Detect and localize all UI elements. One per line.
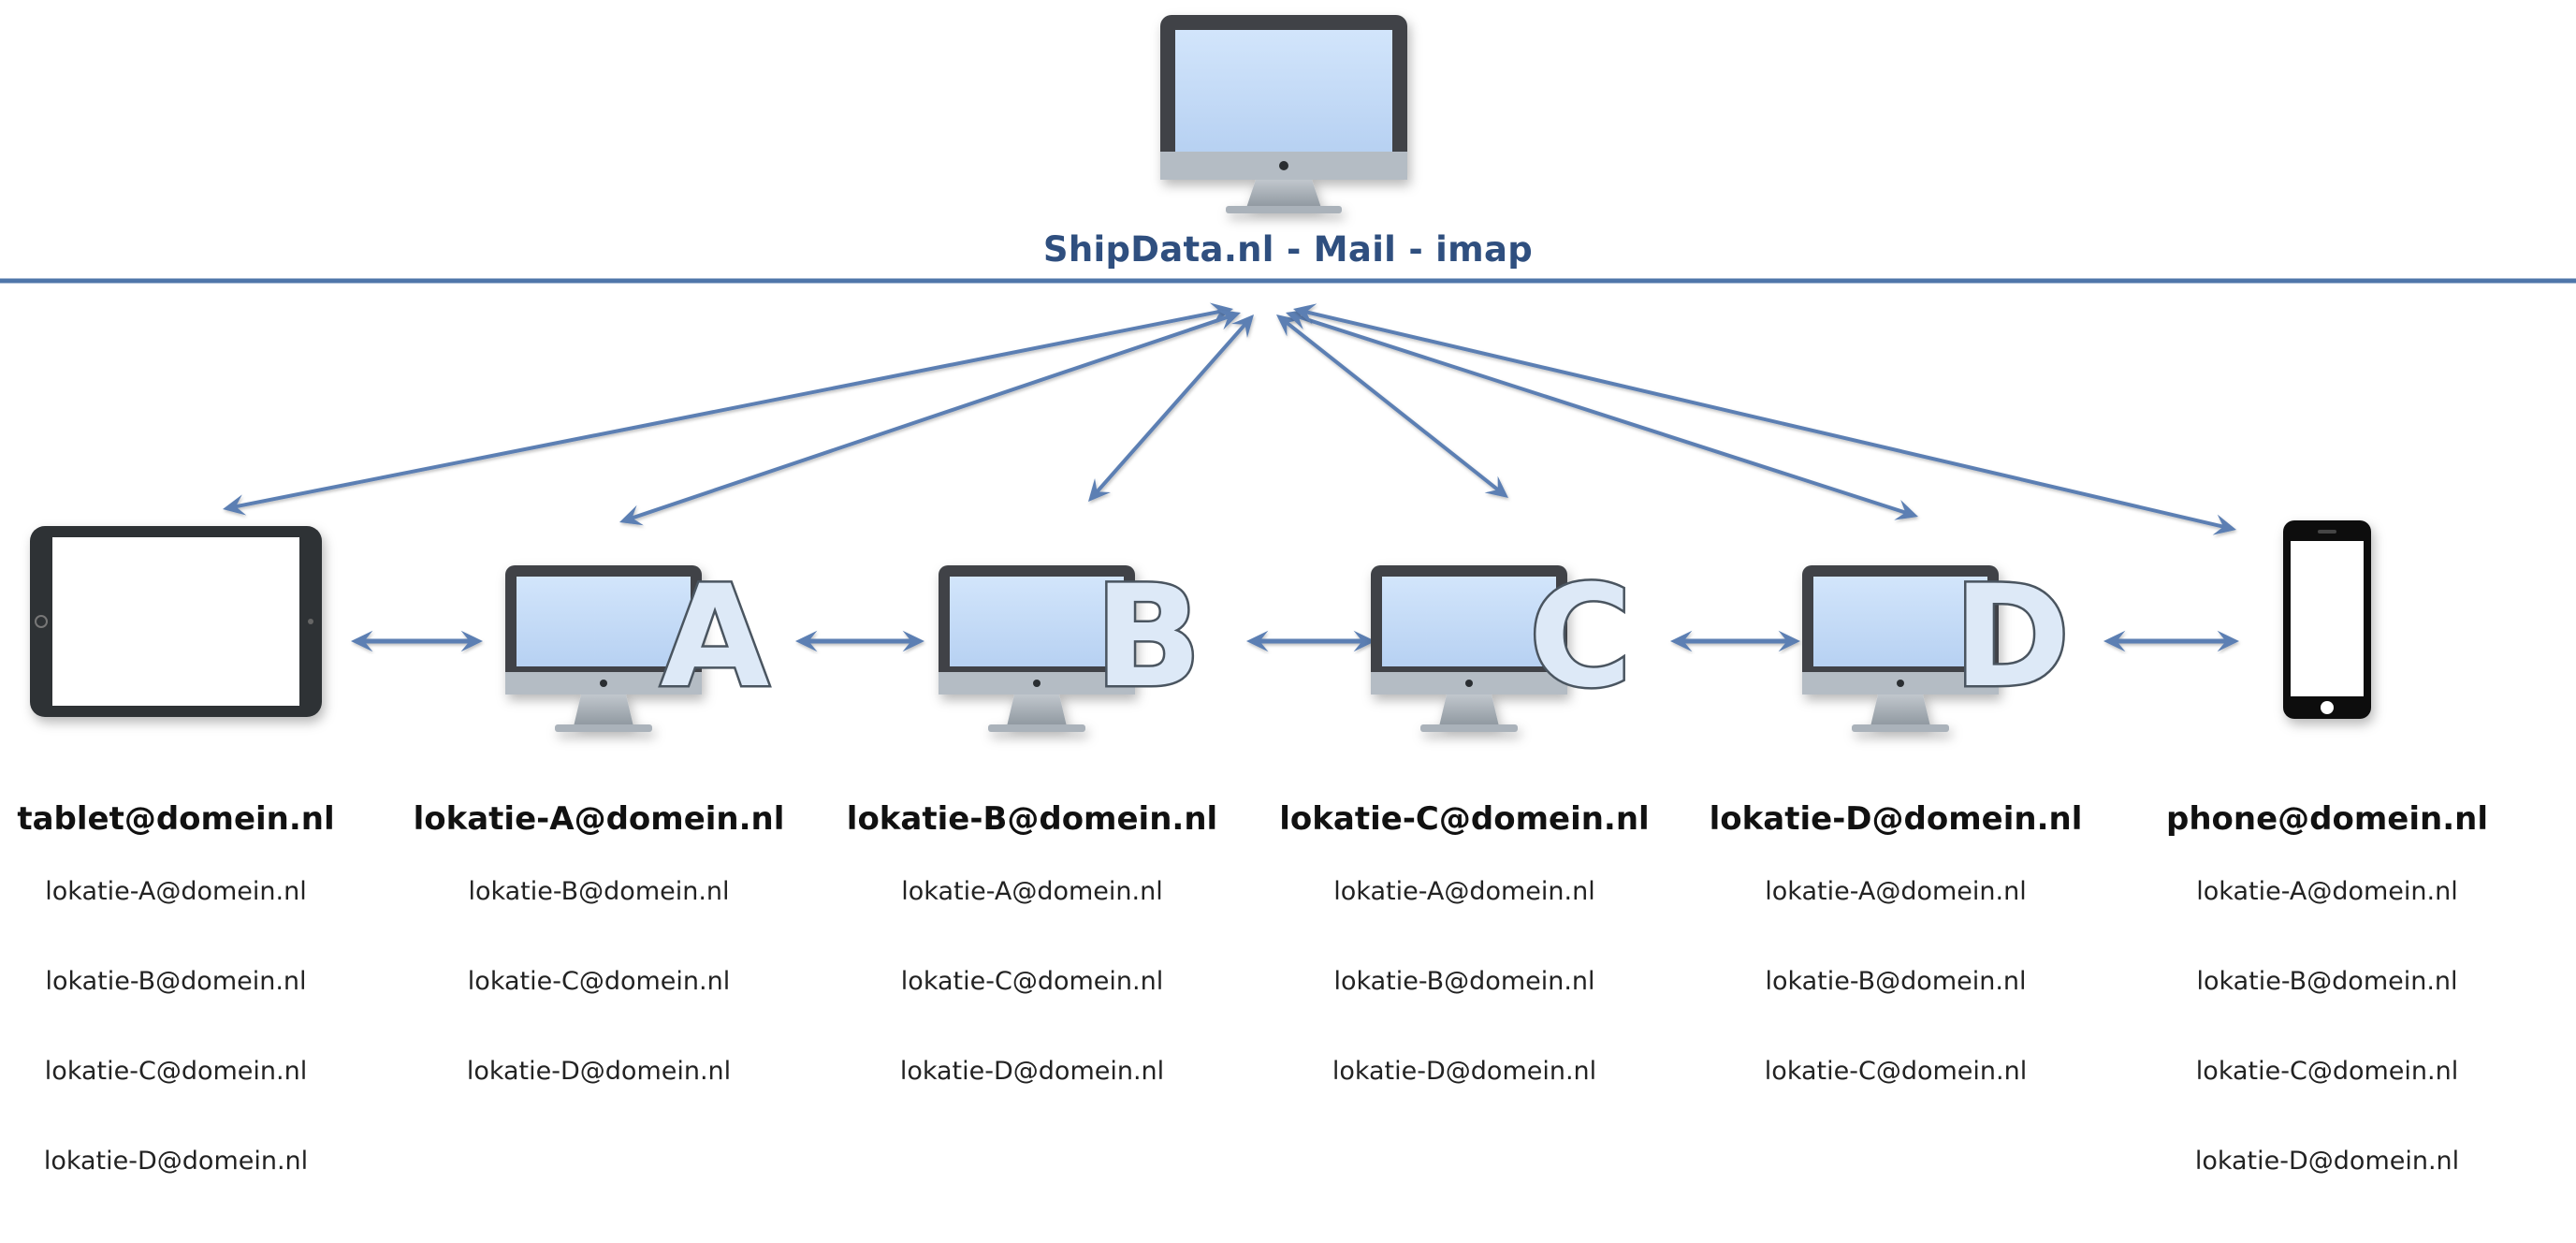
arrow-line xyxy=(1303,310,2226,529)
shared-account: lokatie-B@domein.nl xyxy=(2196,967,2458,996)
server-sync-arrow xyxy=(1293,303,2236,535)
owner-account: lokatie-A@domein.nl xyxy=(413,800,785,838)
desktop-computer-icon xyxy=(505,565,702,732)
arrow-line xyxy=(234,309,1222,509)
arrow-line xyxy=(1296,314,1908,515)
arrowhead xyxy=(1246,630,1269,652)
arrowhead xyxy=(1088,477,1111,502)
server-sync-arrow xyxy=(619,309,1241,526)
arrow-line xyxy=(1285,320,1500,492)
owner-account: lokatie-C@domein.nl xyxy=(1279,800,1650,838)
column-lokatie-d: lokatie-D@domein.nl lokatie-A@domein.nl … xyxy=(1690,791,2102,1117)
arrowhead xyxy=(223,494,247,516)
shared-account: lokatie-D@domein.nl xyxy=(899,1057,1165,1086)
location-letter: A xyxy=(661,556,769,719)
column-lokatie-b: lokatie-B@domein.nl lokatie-A@domein.nl … xyxy=(826,791,1238,1117)
arrowhead xyxy=(1353,630,1375,652)
server-sync-arrow xyxy=(1276,314,1508,498)
smartphone-icon xyxy=(2283,520,2371,719)
server-sync-arrow xyxy=(223,302,1233,516)
arrowhead xyxy=(619,505,644,526)
arrowhead xyxy=(1231,314,1254,339)
column-lokatie-a: lokatie-A@domein.nl lokatie-B@domein.nl … xyxy=(393,791,805,1117)
shared-account: lokatie-C@domein.nl xyxy=(900,967,1164,996)
peer-sync-arrow xyxy=(1246,630,1375,652)
arrowhead xyxy=(1894,500,1918,520)
shared-account: lokatie-C@domein.nl xyxy=(467,967,731,996)
arrowhead xyxy=(1778,630,1800,652)
shared-account: lokatie-C@domein.nl xyxy=(1764,1057,2028,1086)
peer-sync-arrow xyxy=(2103,630,2239,652)
desktop-computer-icon xyxy=(1802,565,1999,732)
arrowhead xyxy=(351,630,373,652)
shared-account: lokatie-B@domein.nl xyxy=(45,967,307,996)
server-sync-arrow xyxy=(1286,309,1918,520)
arrowhead xyxy=(1209,302,1233,324)
desktop-computer-icon xyxy=(1371,565,1567,732)
arrowhead xyxy=(902,630,924,652)
shared-account: lokatie-A@domein.nl xyxy=(2196,877,2458,906)
desktop-computer-icon xyxy=(939,565,1135,732)
location-letter: C xyxy=(1529,556,1632,719)
arrowhead xyxy=(460,630,483,652)
server-sync-arrow xyxy=(1088,314,1254,502)
server-label: ShipData.nl - Mail - imap xyxy=(1042,229,1534,270)
arrowhead xyxy=(1484,475,1508,498)
arrowhead xyxy=(2103,630,2126,652)
column-phone: phone@domein.nl lokatie-A@domein.nl loka… xyxy=(2121,791,2533,1206)
arrowhead xyxy=(1293,303,1317,325)
shared-account: lokatie-D@domein.nl xyxy=(1332,1057,1597,1086)
column-lokatie-c: lokatie-C@domein.nl lokatie-A@domein.nl … xyxy=(1259,791,1670,1117)
arrow-line xyxy=(1095,322,1247,494)
arrowhead xyxy=(795,630,818,652)
shared-account: lokatie-D@domein.nl xyxy=(2194,1147,2460,1176)
shared-account: lokatie-D@domein.nl xyxy=(43,1147,309,1176)
arrowhead xyxy=(1670,630,1693,652)
location-letter: D xyxy=(1954,556,2071,719)
shared-account: lokatie-B@domein.nl xyxy=(468,877,730,906)
shared-account: lokatie-C@domein.nl xyxy=(2195,1057,2459,1086)
peer-sync-arrow xyxy=(351,630,483,652)
shared-account: lokatie-A@domein.nl xyxy=(1333,877,1595,906)
column-tablet: tablet@domein.nl lokatie-A@domein.nl lok… xyxy=(0,791,382,1206)
arrowhead xyxy=(2217,630,2239,652)
shared-account: lokatie-A@domein.nl xyxy=(1765,877,2027,906)
owner-account: lokatie-B@domein.nl xyxy=(846,800,1218,838)
shared-account: lokatie-C@domein.nl xyxy=(44,1057,308,1086)
shared-account: lokatie-A@domein.nl xyxy=(45,877,307,906)
shared-account: lokatie-A@domein.nl xyxy=(901,877,1163,906)
device-icons: A B C D xyxy=(30,520,2371,732)
server-computer-icon xyxy=(1160,15,1407,213)
location-letter: B xyxy=(1095,556,1201,719)
shared-account: lokatie-B@domein.nl xyxy=(1333,967,1595,996)
owner-account: tablet@domein.nl xyxy=(17,800,335,838)
owner-account: lokatie-D@domein.nl xyxy=(1709,800,2083,838)
shared-account: lokatie-D@domein.nl xyxy=(466,1057,732,1086)
peer-sync-arrow xyxy=(1670,630,1800,652)
arrowhead xyxy=(2212,514,2236,535)
peer-sync-arrow xyxy=(795,630,924,652)
arrowhead xyxy=(1216,309,1241,330)
arrow-line xyxy=(630,314,1230,520)
owner-account: phone@domein.nl xyxy=(2166,800,2488,838)
tablet-icon xyxy=(30,526,322,717)
arrowhead xyxy=(1286,309,1310,329)
connection-arrows xyxy=(223,302,2239,652)
shared-account: lokatie-B@domein.nl xyxy=(1765,967,2027,996)
